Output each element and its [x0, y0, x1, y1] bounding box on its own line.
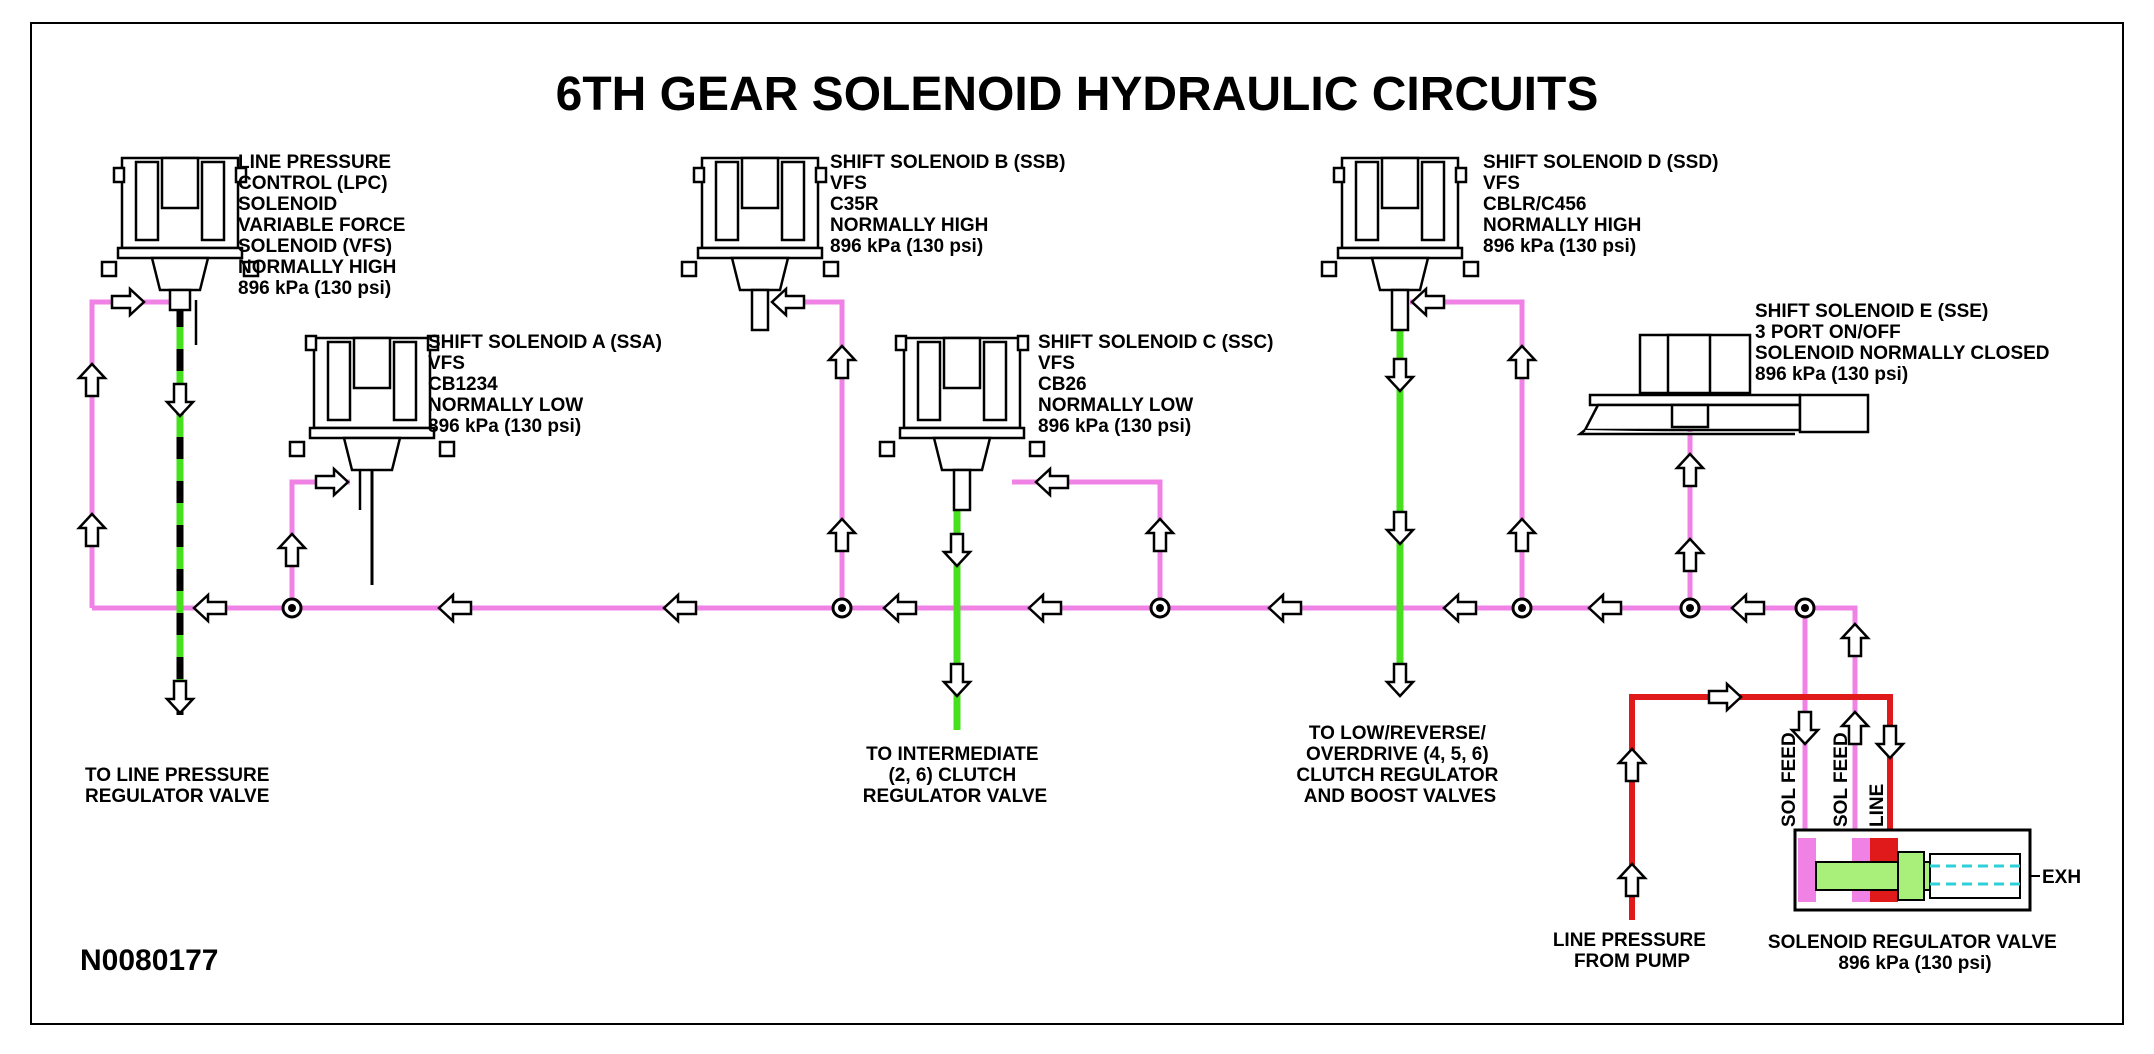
- flow-arrow-icon: [941, 532, 973, 568]
- ssa-solenoid-body: [288, 334, 456, 510]
- flow-arrows: [76, 286, 1906, 898]
- flow-arrow-icon: [882, 592, 918, 624]
- ssb-feed-line: [775, 299, 845, 608]
- low-reverse-clutch-label: TO LOW/REVERSE/ OVERDRIVE (4, 5, 6) CLUT…: [1296, 723, 1503, 807]
- flow-arrow-icon: [1506, 517, 1538, 553]
- flow-arrow-icon: [662, 592, 698, 624]
- flow-arrow-icon: [1789, 710, 1821, 746]
- flow-arrow-icon: [1034, 466, 1070, 498]
- flow-arrow-icon: [1587, 592, 1623, 624]
- pump-label: LINE PRESSURE FROM PUMP: [1553, 930, 1711, 972]
- flow-arrow-icon: [276, 532, 308, 568]
- flow-arrow-icon: [192, 592, 228, 624]
- flow-arrow-icon: [826, 517, 858, 553]
- sol-feed-port-label: SOL FEED: [1831, 732, 1852, 827]
- flow-arrow-icon: [1144, 517, 1176, 553]
- junction-dot: [1149, 597, 1171, 619]
- flow-arrow-icon: [76, 512, 108, 548]
- flow-arrow-icon: [1616, 747, 1648, 783]
- sol-feed-port-label: SOL FEED: [1779, 732, 1800, 827]
- flow-arrow-icon: [1707, 681, 1743, 713]
- figure-id: N0080177: [80, 944, 218, 977]
- sse-label: SHIFT SOLENOID E (SSE) 3 PORT ON/OFF SOL…: [1755, 301, 2055, 385]
- lpc-solenoid-body: [100, 156, 260, 345]
- flow-arrow-icon: [1674, 452, 1706, 488]
- junction-dot: [831, 597, 853, 619]
- flow-arrow-icon: [1506, 344, 1538, 380]
- flow-arrow-icon: [1730, 592, 1766, 624]
- solenoid-bodies: [100, 156, 1870, 512]
- flow-arrow-icon: [164, 382, 196, 418]
- solenoid-regulator-label: SOLENOID REGULATOR VALVE 896 kPa (130 ps…: [1768, 932, 2062, 974]
- ssb-label: SHIFT SOLENOID B (SSB) VFS C35R NORMALLY…: [830, 152, 1071, 257]
- flow-arrow-icon: [1839, 622, 1871, 658]
- flow-arrow-icon: [110, 286, 146, 318]
- flow-arrow-icon: [1384, 357, 1416, 393]
- diagram-labels: LINE PRESSURE CONTROL (LPC) SOLENOID VAR…: [80, 152, 2081, 977]
- line-pressure-regulator-label: TO LINE PRESSURE REGULATOR VALVE: [85, 765, 275, 807]
- flow-arrow-icon: [1442, 592, 1478, 624]
- junction-dot: [1511, 597, 1533, 619]
- lpc-feed-line: [89, 299, 170, 608]
- ssa-label: SHIFT SOLENOID A (SSA) VFS CB1234 NORMAL…: [428, 332, 667, 437]
- diagram-title: 6TH GEAR SOLENOID HYDRAULIC CIRCUITS: [556, 68, 1599, 121]
- flow-arrow-icon: [826, 344, 858, 380]
- sse-solenoid-body: [1576, 333, 1870, 436]
- flow-arrow-icon: [1874, 724, 1906, 760]
- ssd-label: SHIFT SOLENOID D (SSD) VFS CBLR/C456 NOR…: [1483, 152, 1724, 257]
- flow-arrow-icon: [164, 679, 196, 715]
- flow-arrow-icon: [1027, 592, 1063, 624]
- junction-dot: [1679, 597, 1701, 619]
- flow-arrow-icon: [1674, 537, 1706, 573]
- line-pressure-circuit: [1629, 694, 1893, 920]
- junction-dot: [1794, 597, 1816, 619]
- flow-arrow-icon: [76, 362, 108, 398]
- solenoid-regulator-valve: [1793, 828, 2040, 912]
- flow-arrow-icon: [314, 466, 350, 498]
- ssc-label: SHIFT SOLENOID C (SSC) VFS CB26 NORMALLY…: [1038, 332, 1279, 437]
- line-port-label: LINE: [1867, 784, 1888, 827]
- flow-arrow-icon: [1384, 662, 1416, 698]
- flow-arrow-icon: [1410, 286, 1446, 318]
- intermediate-clutch-label: TO INTERMEDIATE (2, 6) CLUTCH REGULATOR …: [863, 744, 1047, 807]
- exh-port-label: EXH: [2042, 867, 2081, 888]
- junction-dot: [281, 597, 303, 619]
- ssc-feed-line: [1012, 479, 1163, 608]
- flow-arrow-icon: [437, 592, 473, 624]
- flow-arrow-icon: [1384, 510, 1416, 546]
- ssb-solenoid-body: [680, 156, 840, 332]
- diagram-frame: [30, 22, 2124, 1025]
- flow-arrow-icon: [1616, 862, 1648, 898]
- ssd-solenoid-body: [1320, 156, 1480, 332]
- junction-dots: [281, 597, 1816, 619]
- ssc-solenoid-body: [878, 334, 1046, 512]
- flow-arrow-icon: [1839, 710, 1871, 746]
- lpc-label: LINE PRESSURE CONTROL (LPC) SOLENOID VAR…: [238, 152, 411, 299]
- flow-arrow-icon: [770, 286, 806, 318]
- flow-arrow-icon: [941, 662, 973, 698]
- ssd-feed-line: [1410, 299, 1525, 608]
- flow-arrow-icon: [1267, 592, 1303, 624]
